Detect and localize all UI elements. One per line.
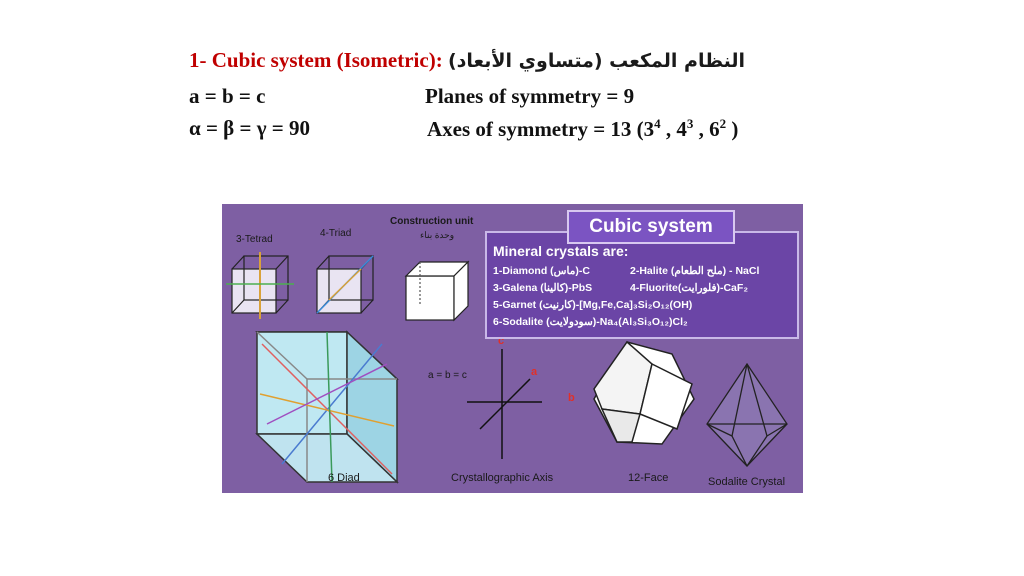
title-text: 1- Cubic system (Isometric): [189,48,448,72]
minerals-heading: Mineral crystals are: [493,243,629,259]
twelve-face-label: 12-Face [628,472,669,484]
minerals-panel: Mineral crystals are: 1-Diamond (ماس)-C … [485,231,799,339]
sodalite-crystal-drawing [706,362,788,467]
panel-title: Cubic system [567,210,735,244]
figure-drawings [226,252,788,484]
mineral-item: 3-Galena (كالينا)-PbS [493,282,593,294]
diad-cube [255,330,399,484]
triad-cube [316,255,374,314]
angles-relation: α = β = γ = 90 [189,116,311,140]
mineral-item: 4-Fluorite(فلورايت)-CaF₂ [630,282,748,294]
crystallographic-axis-drawing [467,349,542,459]
axis-b-label: b [568,392,575,404]
planes-of-symmetry: Planes of symmetry = 9 [425,84,635,108]
tetrad-cube [226,252,294,319]
slide-title: 1- Cubic system (Isometric): النظام المك… [189,48,745,73]
tetrad-label: 3-Tetrad [236,234,273,245]
title-arabic: النظام المكعب (متساوي الأبعاد) [447,50,746,72]
axis-a-label: a [531,366,538,378]
mineral-item: 2-Halite (ملح الطعام) - NaCl [630,265,760,277]
axis-c-label: c [498,335,505,347]
twelve-face-crystal [593,340,695,445]
triad-label: 4-Triad [320,228,352,239]
axes-of-symmetry: Axes of symmetry = 13 (34 , 43 , 62 ) [427,116,739,141]
cubic-system-figure: 3-Tetrad 4-Triad Construction unit وحدة … [222,204,803,493]
construction-unit-arabic: وحدة بناء [420,230,455,240]
mineral-item: 1-Diamond (ماس)-C [493,265,590,277]
construction-unit-label: Construction unit [390,216,474,227]
sodalite-crystal-label: Sodalite Crystal [708,476,786,488]
mineral-item: 6-Sodalite (سودولايت)-Na₄(Al₃Si₃O₁₂)Cl₂ [493,316,688,328]
diad-label: 6 Diad [328,472,360,484]
construction-unit-cube [404,260,470,322]
crystallographic-axis-label: Crystallographic Axis [451,472,554,484]
mineral-item: 5-Garnet (كارنيت)-[Mg,Fe,Ca]₃Si₂O₁₂(OH) [493,299,693,311]
axes-relation: a = b = c [189,84,266,108]
abc-equal-label: a = b = c [428,370,467,381]
